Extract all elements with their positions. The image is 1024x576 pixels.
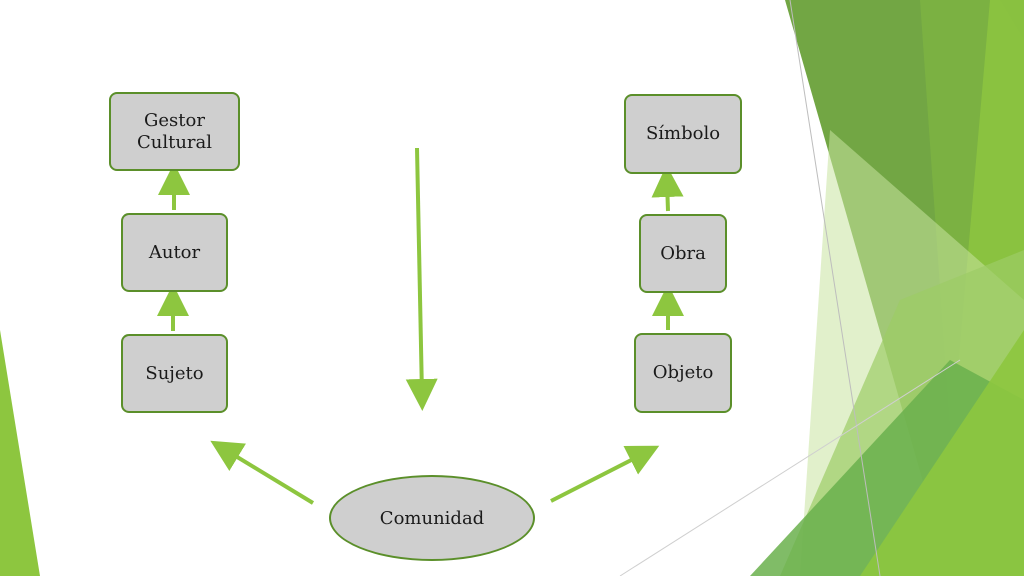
left-edge-decoration: [0, 330, 40, 576]
node-comunidad: Comunidad: [329, 475, 535, 561]
node-sujeto: Sujeto: [121, 334, 228, 413]
arrow-comunidad-to-left: [210, 440, 315, 505]
arrow-center-down: [405, 147, 438, 411]
node-objeto: Objeto: [634, 333, 732, 413]
arrow-obra-to-simbolo: [651, 165, 684, 212]
node-simbolo: Símbolo: [624, 94, 742, 174]
right-decoration: [619, 0, 1024, 576]
node-gestor-cultural: Gestor Cultural: [109, 92, 240, 171]
node-obra: Obra: [639, 214, 727, 293]
node-autor: Autor: [121, 213, 228, 292]
arrow-comunidad-to-right: [550, 445, 660, 503]
